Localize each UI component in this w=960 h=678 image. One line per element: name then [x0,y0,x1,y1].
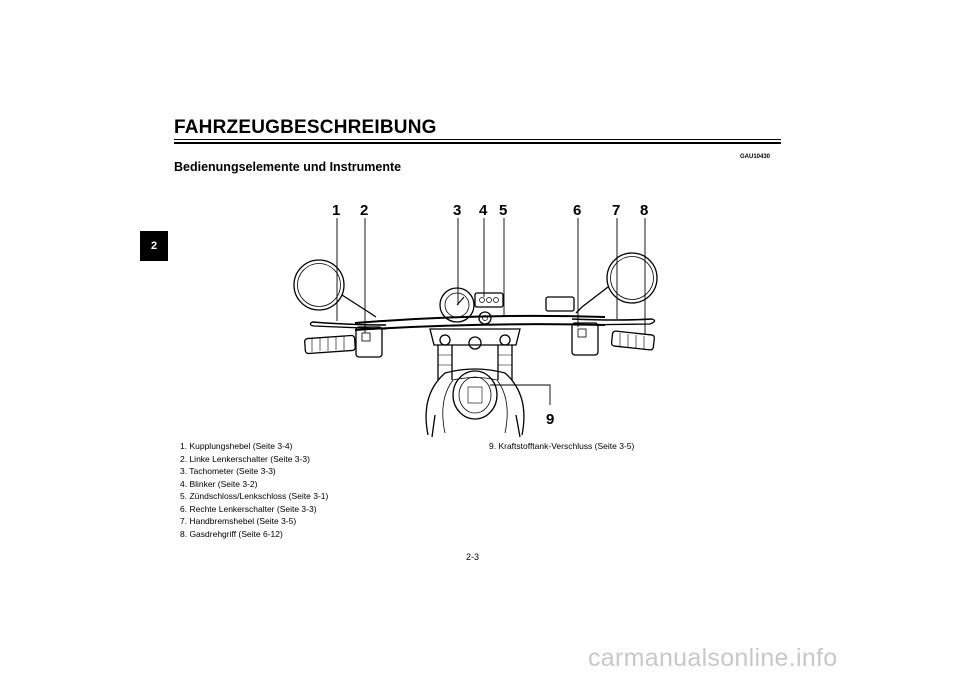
speedometer [439,287,475,323]
title-rule [174,139,781,140]
legend-item: 8. Gasdrehgriff (Seite 6-12) [180,528,283,539]
legend-item: 7. Handbremshebel (Seite 3-5) [180,516,297,526]
legend-list-right: 9. Kraftstofftank-Verschluss (Seite 3-5) [489,440,634,453]
section-code: GAU10430 [740,154,771,160]
callout-2: 2 [360,202,368,219]
page-title: FAHRZEUGBESCHREIBUNG [174,117,437,138]
ignition-switch [478,311,492,325]
legend-item: 2. Linke Lenkerschalter (Seite 3-3) [180,453,310,464]
callout-5: 5 [499,202,507,219]
legend-item: 9. Kraftstofftank-Verschluss (Seite 3-5) [489,441,635,451]
left-switch-housing [355,326,383,358]
callout-9: 9 [546,411,554,428]
legend-item: 3. Tachometer (Seite 3-3) [180,466,276,476]
legend-item: 6. Rechte Lenkerschalter (Seite 3-3) [180,503,317,514]
section-subtitle: Bedienungselemente und Instrumente [174,160,402,174]
clutch-lever [311,321,387,326]
right-mirror [606,252,658,304]
handlebar-illustration: 1 2 3 4 5 6 7 8 9 [293,202,658,438]
leader-lines [336,218,646,405]
legend-item: 1. Kupplungshebel (Seite 3-4) [180,441,293,451]
left-grip [304,334,356,355]
brake-lever [571,318,653,321]
legend-list-left: 1. Kupplungshebel (Seite 3-4) 2. Linke L… [180,440,328,540]
left-mirror [293,259,345,311]
indicator-panel [474,292,504,308]
motorcycle-drawing [293,252,658,438]
page-number: 2-3 [466,552,480,562]
throttle-grip [610,330,655,351]
title-rule-bold [174,142,781,144]
legend-item: 4. Blinker (Seite 3-2) [180,478,258,489]
callout-8: 8 [640,202,648,219]
watermark-text: carmanualsonline.info [588,644,838,672]
callout-1: 1 [332,202,340,219]
chapter-tab: 2 [140,231,168,261]
callout-6: 6 [573,202,581,219]
fuel-tank-cap [452,370,498,420]
callout-7: 7 [612,202,620,219]
legend-item: 5. Zündschloss/Lenkschloss (Seite 3-1) [180,491,329,501]
right-switch-housing [571,322,599,356]
callout-4: 4 [479,202,488,219]
callout-3: 3 [453,202,461,219]
brake-reservoir [545,296,575,312]
